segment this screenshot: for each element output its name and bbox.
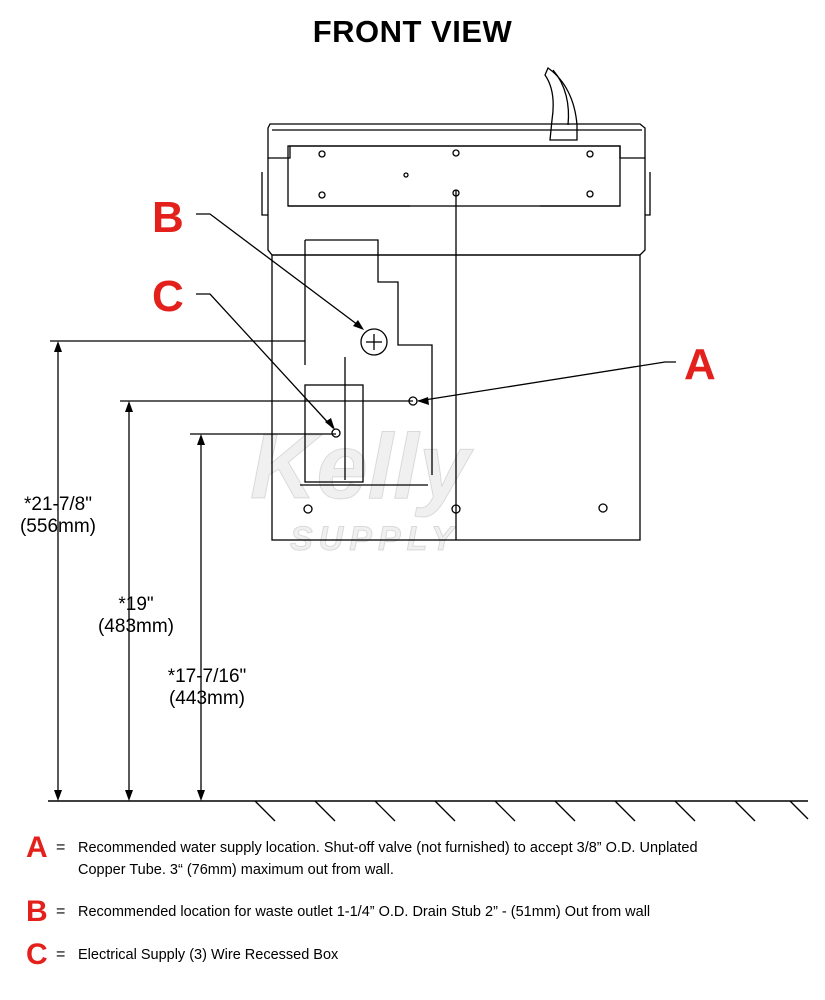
- watermark-tagline: SUPPLY: [290, 520, 460, 559]
- legend-text-a: Recommended water supply location. Shut-…: [78, 840, 698, 878]
- watermark-logo: Kelly: [250, 416, 471, 519]
- legend-text-b: Recommended location for waste outlet 1-…: [78, 904, 651, 920]
- callout-c: C: [152, 272, 184, 321]
- basin-cap: [287, 145, 621, 207]
- legend-letter-c: C: [26, 938, 48, 971]
- callout-b: B: [152, 193, 184, 242]
- legend-text-c: Electrical Supply (3) Wire Recessed Box: [78, 947, 339, 963]
- dimension-label-water: *19" (483mm): [97, 594, 174, 637]
- legend-item-b: B = Recommended location for waste outle…: [26, 895, 786, 928]
- callout-a: A: [684, 340, 716, 389]
- electrical-supply-marker: [331, 428, 341, 438]
- legend-item-c: C = Electrical Supply (3) Wire Recessed …: [26, 938, 786, 971]
- page-title: FRONT VIEW: [312, 14, 513, 49]
- legend-letter-b: B: [26, 895, 48, 928]
- waste-outlet-marker: [360, 328, 388, 356]
- legend-equals: =: [56, 839, 66, 856]
- floor-hatching: [254, 800, 809, 822]
- inner-panel: [305, 239, 433, 475]
- legend-equals: =: [56, 903, 66, 920]
- dimension-label-overall: *21-7/8" (556mm): [19, 494, 96, 537]
- legend-equals: =: [56, 946, 66, 963]
- legend-letter-a: A: [26, 831, 48, 864]
- legend-item-a: A = Recommended water supply location. S…: [26, 831, 766, 881]
- bubbler-spout: [544, 67, 578, 141]
- dimension-label-electrical: *17-7/16" (443mm): [167, 666, 247, 709]
